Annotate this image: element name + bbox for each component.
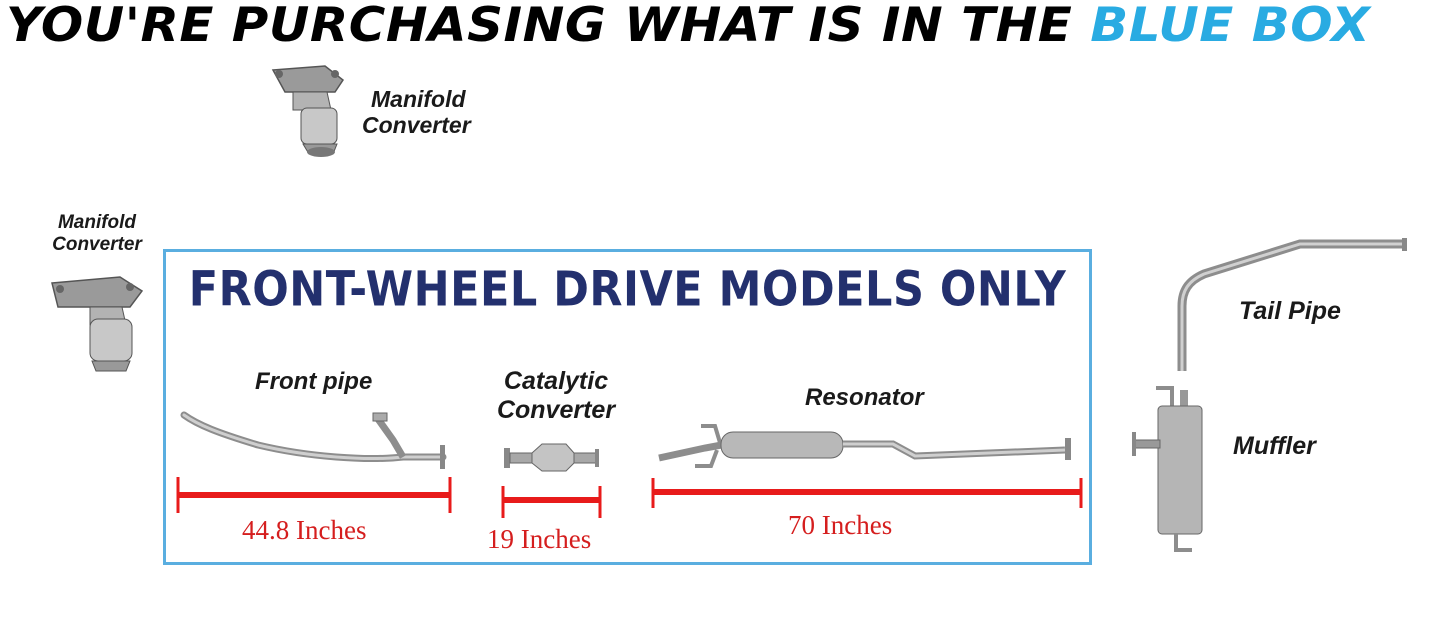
front-pipe-measure-line — [176, 477, 452, 513]
headline: YOU'RE PURCHASING WHAT IS IN THE BLUE BO… — [6, 0, 1371, 53]
tail-pipe-label: Tail Pipe — [1239, 297, 1341, 325]
catalytic-length: 19 Inches — [487, 524, 592, 554]
muffler-image — [1132, 386, 1203, 552]
catalytic-converter-image — [504, 443, 599, 472]
resonator-image — [658, 424, 1071, 468]
manifold-left-line1: Manifold — [57, 212, 137, 233]
front-pipe-label: Front pipe — [255, 368, 373, 395]
catalytic-line1: Catalytic — [503, 367, 609, 395]
front-pipe-image — [180, 411, 447, 469]
tail-pipe-image — [1177, 238, 1407, 371]
muffler-label: Muffler — [1233, 432, 1316, 460]
banner-title: FRONT-WHEEL DRIVE MODELS ONLY — [188, 262, 1067, 318]
manifold-converter-top-image — [271, 65, 345, 157]
catalytic-measure-line — [501, 486, 602, 518]
catalytic-line2: Converter — [496, 395, 616, 424]
manifold-top-line1: Manifold — [371, 86, 466, 112]
manifold-top-line2: Converter — [362, 112, 471, 139]
manifold-left-line2: Converter — [52, 233, 142, 255]
front-pipe-length: 44.8 Inches — [242, 515, 367, 545]
manifold-converter-left-image — [51, 276, 144, 372]
resonator-length: 70 Inches — [788, 510, 893, 540]
resonator-measure-line — [651, 478, 1083, 508]
manifold-converter-top-label: Manifold Converter — [362, 86, 471, 139]
catalytic-converter-label: Catalytic Converter — [480, 367, 632, 425]
blue-box — [163, 249, 1092, 565]
headline-prefix: YOU'RE PURCHASING WHAT IS IN THE — [6, 0, 1073, 53]
manifold-converter-left-label: Manifold Converter — [38, 212, 156, 256]
resonator-label: Resonator — [805, 384, 924, 411]
headline-highlight: BLUE BOX — [1090, 0, 1371, 53]
